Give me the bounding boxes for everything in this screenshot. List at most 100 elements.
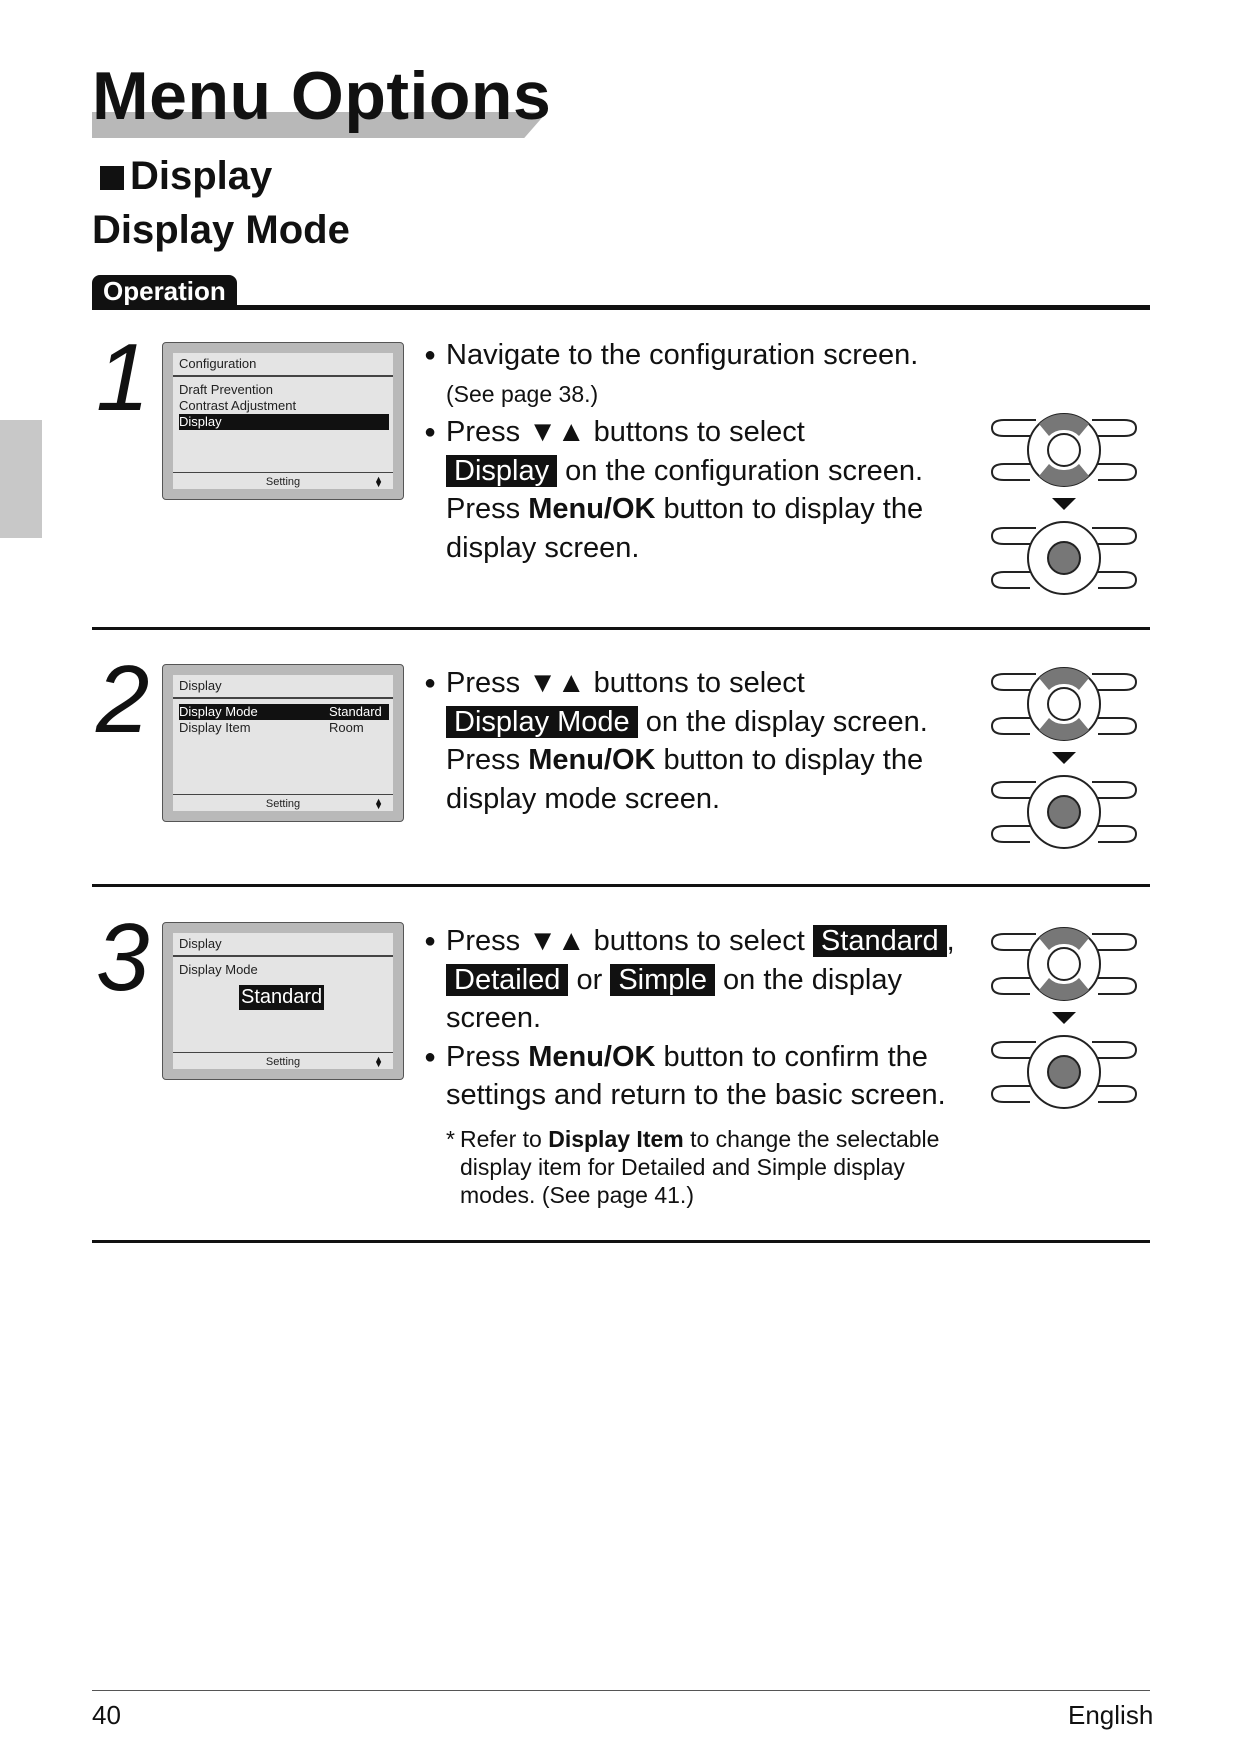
lcd-footer: Setting [265,1056,301,1068]
note-line: display item for Detailed and Simple dis… [460,1153,905,1180]
controller-updown-icon [991,667,1137,741]
asterisk: * [446,1125,455,1152]
step-divider [92,1240,1150,1243]
text: on the configuration screen. [565,454,924,487]
lcd-row-selected: Display Mode Standard [179,704,389,720]
page-number: 40 [92,1700,121,1730]
bullet-item: Navigate to the configuration screen. [424,336,946,375]
text: on the display [723,963,903,996]
lcd-footer: Setting [265,798,301,810]
down-up-triangle-icon: ▼▲ [528,925,586,957]
text: button to display the [663,493,924,525]
lcd-row-label: Draft Prevention [179,382,273,397]
operation-tab: Operation [92,275,237,307]
lcd-row-label: Display Mode [179,962,258,977]
lcd-screen-display-mode: Display Display Mode Standard Setting ▲▼ [162,922,404,1080]
lcd-row: Draft Prevention [179,382,389,398]
lcd-title: Configuration [179,356,257,371]
operation-rule [92,305,1150,310]
text-line: Display on the configuration screen. [426,452,946,491]
footer-rule [92,1690,1150,1691]
page-title: Menu Options [92,58,552,134]
step-divider [92,627,1150,630]
step-2-instructions: Press ▼▲ buttons to select Display Mode … [424,664,956,818]
down-up-triangle-icon: ▼▲ [528,416,586,448]
lcd-row-label: Display Mode [179,704,258,719]
lcd-divider [173,375,393,377]
menu-ok-label: Menu/OK [528,744,656,776]
highlight-standard: Standard [812,925,947,957]
display-item-label: Display Item [548,1125,684,1152]
text: Press [446,1040,521,1073]
lcd-selected-value: Standard [239,985,325,1010]
bullet-item: Press ▼▲ buttons to select [424,413,946,452]
text: buttons to select [593,925,805,957]
up-down-arrows-icon: ▲▼ [374,474,383,489]
controller-updown-icon [991,413,1137,487]
lcd-row-value: Standard [329,704,382,719]
controller-ok-icon [991,775,1137,849]
lcd-row-selected: Display [179,414,389,430]
text-line: settings and return to the basic screen. [446,1079,946,1111]
lcd-row-label: Contrast Adjustment [179,398,297,413]
lcd-divider [173,697,393,699]
highlight-simple: Simple [610,963,715,996]
highlight-display: Display [446,454,558,487]
language-label: English [1068,1700,1154,1730]
highlight-detailed: Detailed [446,963,569,996]
controller-ok-icon [991,521,1137,595]
lcd-footer: Setting [265,476,301,488]
text: Press [446,744,521,776]
bullet-item: Press ▼▲ buttons to select [424,664,956,703]
note-line: *Refer to Display Item to change the sel… [446,1125,966,1153]
menu-ok-label: Menu/OK [528,493,656,525]
text: button to confirm the [663,1040,928,1073]
text: buttons to select [593,416,805,448]
lcd-row: Contrast Adjustment [179,398,389,414]
up-down-arrows-icon: ▲▼ [374,1054,383,1069]
step-number: 2 [96,646,150,753]
text: buttons to select [593,667,805,699]
step-number: 3 [96,904,150,1011]
controller-ok-icon [991,1035,1137,1109]
footnote: *Refer to Display Item to change the sel… [426,1125,966,1209]
down-up-triangle-icon: ▼▲ [528,667,586,699]
menu-ok-label: Menu/OK [528,1040,656,1073]
text-line: display mode screen. [446,782,721,815]
step-divider [92,884,1150,887]
bullet-item: Press ▼▲ buttons to select Standard, [424,922,966,961]
lcd-row-value: Room [329,720,364,735]
step-1-instructions: Navigate to the configuration screen. (S… [424,336,946,567]
lcd-screen-configuration: Configuration Draft Prevention Contrast … [162,342,404,500]
lcd-row: Display Item Room [179,720,389,736]
text-line: Press Menu/OK button to display the [426,741,956,780]
text: Press [446,493,521,525]
text: on the display screen. [645,705,928,738]
section-title: Display [130,154,273,198]
lcd-row-label: Display Item [179,720,251,735]
up-down-arrows-icon: ▲▼ [374,796,383,811]
bullet-item: Press Menu/OK button to confirm the [424,1038,966,1077]
text: Refer to [460,1125,542,1152]
text-line: Detailed or Simple on the display [426,961,966,1000]
step-3-instructions: Press ▼▲ buttons to select Standard, Det… [424,922,966,1209]
side-thumb-tab [0,420,42,538]
arrow-down-icon [1052,1012,1076,1024]
section-square-icon [100,166,124,190]
text: button to display the [663,744,924,776]
text: Press [446,667,521,699]
arrow-down-icon [1052,498,1076,510]
lcd-title: Display [179,936,222,951]
text: , [946,925,955,957]
subsection-title: Display Mode [92,208,350,252]
lcd-row: Display Mode [179,962,389,978]
text: or [576,963,603,996]
lcd-footer-divider [173,471,393,473]
lcd-footer-divider [173,793,393,795]
text: Navigate to the configuration screen. [446,339,919,371]
step-number: 1 [96,324,150,431]
text-line: screen. [446,1002,542,1034]
lcd-row-label: Display [179,414,222,429]
text: Press [446,416,521,448]
